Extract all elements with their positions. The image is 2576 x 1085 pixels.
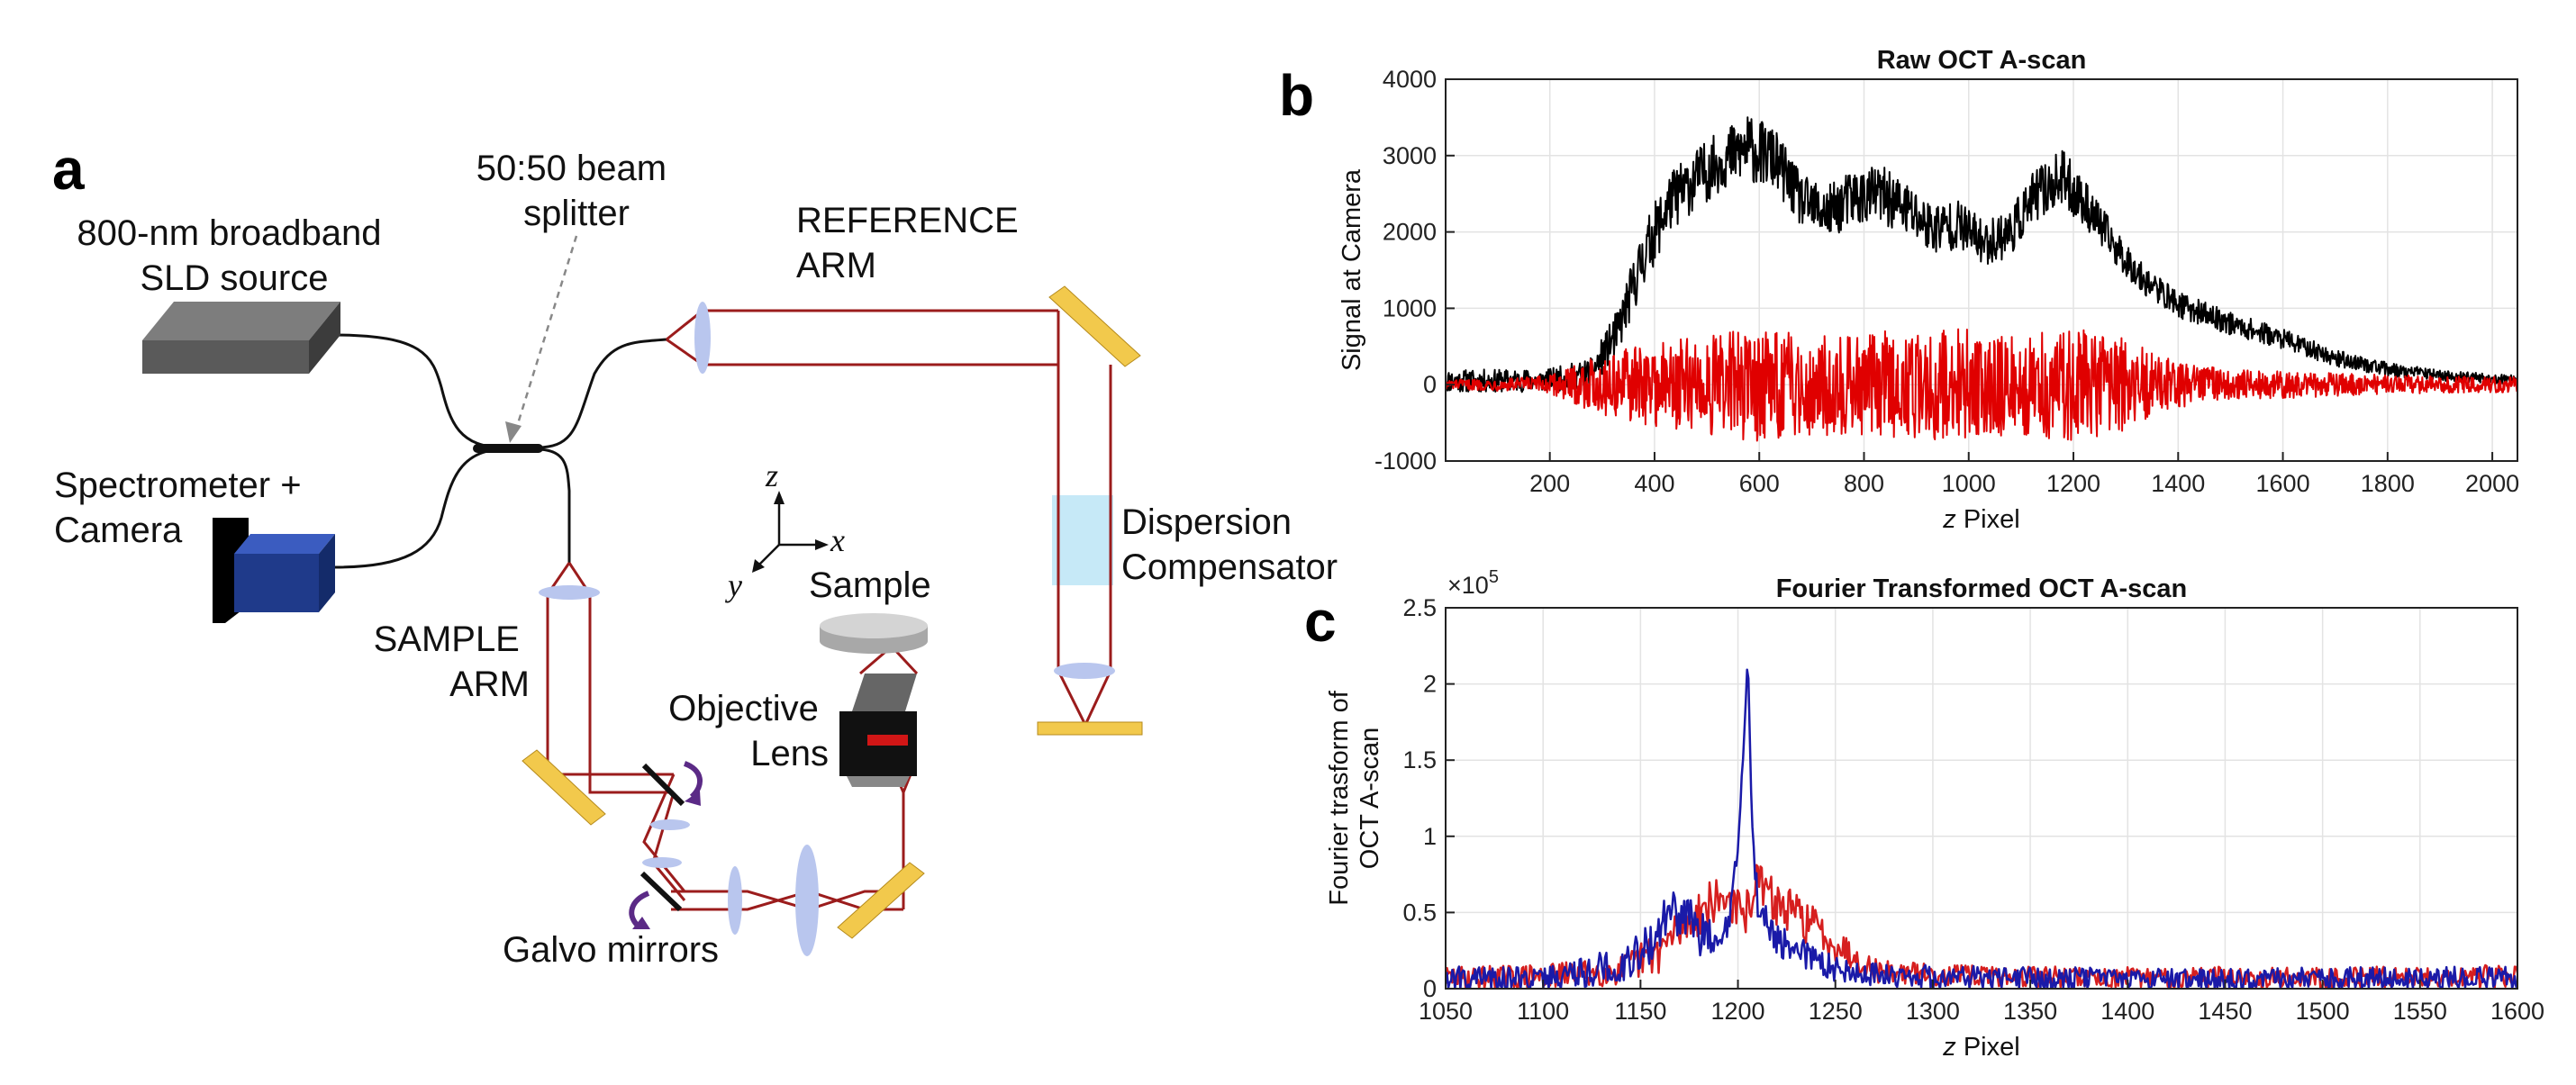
oct-schematic: a 800-nm broadband SLD source xyxy=(52,137,1338,970)
y-tick-label: 0 xyxy=(1423,975,1437,1002)
x-tick-label: 1500 xyxy=(2296,998,2350,1025)
galvo-arrowhead-1 xyxy=(685,791,701,806)
axis-x-label: x xyxy=(830,522,845,558)
x-tick-label: 1450 xyxy=(2198,998,2252,1025)
spectrometer-camera-box xyxy=(213,518,335,623)
x-tick-label: 1200 xyxy=(1711,998,1765,1025)
reference-end-mirror xyxy=(1037,721,1143,736)
galvo-mirror-1 xyxy=(641,763,685,807)
x-tick-label: 1000 xyxy=(1942,470,1996,497)
panel-a-label: a xyxy=(52,137,85,202)
galvo-mirror-2 xyxy=(639,871,683,912)
panel-c-label: c xyxy=(1304,589,1337,654)
fibers xyxy=(332,333,667,569)
x-tick-label: 1600 xyxy=(2256,470,2310,497)
y-axis-label: Signal at Camera xyxy=(1338,168,1366,371)
chart-raw-a-scan: 200 400 600 800 1000 1200 1400 1600 1800 2000 -100… xyxy=(1338,46,2519,534)
relay-lens-small-2 xyxy=(642,857,682,868)
x-tick-label: 1300 xyxy=(1906,998,1960,1025)
relay-lens-1 xyxy=(728,866,742,935)
x-tick-label: 1600 xyxy=(2490,998,2544,1025)
x-tick-label: 1800 xyxy=(2361,470,2415,497)
x-tick-label: 1400 xyxy=(2151,470,2205,497)
y-axis-label: Fourier trasform ofOCT A-scan xyxy=(1325,690,1384,905)
sld-source-box xyxy=(142,302,340,374)
reference-arm-optics xyxy=(666,285,1143,736)
y-tick-label: -1000 xyxy=(1374,448,1437,475)
fiber-sample xyxy=(536,448,571,563)
x-tick-label: 2000 xyxy=(2465,470,2519,497)
axis-y-label: y xyxy=(725,567,742,603)
fiber-reference xyxy=(536,338,667,449)
chart-title: Fourier Transformed OCT A-scan xyxy=(1776,574,2188,603)
x-tick-label: 1200 xyxy=(2046,470,2100,497)
y-tick-label: 4000 xyxy=(1383,66,1437,93)
y-tick-label: 1 xyxy=(1423,823,1437,850)
x-tick-label: 600 xyxy=(1739,470,1780,497)
relay-lens-2 xyxy=(795,845,819,956)
galvo-arrowhead-2 xyxy=(632,917,650,929)
objective-fold-mirror xyxy=(837,862,925,939)
plot-frame xyxy=(1445,607,2518,990)
x-tick-label: 1400 xyxy=(2100,998,2154,1025)
x-tick-label: 1350 xyxy=(2003,998,2057,1025)
y-tick-label: 0.5 xyxy=(1402,899,1437,926)
galvo-rotation-arrow-2 xyxy=(629,891,650,928)
reference-focus-lens xyxy=(1054,663,1115,679)
fiber-camera xyxy=(334,448,505,569)
dispersion-label: Dispersion Compensator xyxy=(1121,502,1338,587)
y-exponent-label: ×105 xyxy=(1447,567,1499,599)
x-tick-label: 1050 xyxy=(1419,998,1473,1025)
reference-collimator-lens xyxy=(694,302,711,374)
x-axis-label: z Pixel xyxy=(1942,505,2019,534)
source-label: 800-nm broadband SLD source xyxy=(77,213,391,298)
y-tick-label: 1000 xyxy=(1383,294,1437,321)
splitter-pointer-arrow xyxy=(513,235,578,433)
y-tick-label: 2.5 xyxy=(1402,594,1437,621)
x-axis-label: z Pixel xyxy=(1942,1033,2019,1062)
x-tick-label: 200 xyxy=(1529,470,1570,497)
dispersion-compensator xyxy=(1052,495,1113,585)
sample-arm-optics xyxy=(522,562,928,956)
objective-lens xyxy=(839,644,919,787)
y-tick-label: 2000 xyxy=(1383,219,1437,246)
y-tick-label: 3000 xyxy=(1383,142,1437,169)
axis-z-label: z xyxy=(765,457,778,493)
x-tick-label: 800 xyxy=(1844,470,1884,497)
galvo-label: Galvo mirrors xyxy=(503,930,719,970)
coordinate-axes xyxy=(752,491,829,573)
y-tick-label: 0 xyxy=(1423,371,1437,398)
series-line-2 xyxy=(1446,668,2517,989)
x-tick-label: 1100 xyxy=(1517,998,1569,1025)
sample-fold-mirror xyxy=(522,749,606,826)
sample-collimator-lens xyxy=(539,585,600,600)
fiber-source xyxy=(332,333,505,449)
relay-lens-small-1 xyxy=(650,819,690,830)
spectrometer-label: Spectrometer + Camera xyxy=(54,466,312,550)
y-tick-label: 2 xyxy=(1423,671,1437,698)
series-line-2 xyxy=(1446,328,2517,442)
objective-label: Objective Lens xyxy=(668,689,829,773)
y-tick-label: 1.5 xyxy=(1402,746,1437,773)
x-tick-label: 1250 xyxy=(1809,998,1863,1025)
series-line-1 xyxy=(1446,116,2517,393)
chart-fourier-a-scan: 1050 1100 1150 1200 1250 1300 1350 1400 1450 1500… xyxy=(1325,567,2544,1062)
reference-fold-mirror xyxy=(1048,285,1141,367)
sample-label: Sample xyxy=(809,565,931,605)
panel-b-label: b xyxy=(1279,63,1314,128)
x-tick-label: 400 xyxy=(1634,470,1674,497)
chart-title: Raw OCT A-scan xyxy=(1877,46,2087,75)
splitter-arrowhead xyxy=(505,421,522,443)
x-tick-label: 1150 xyxy=(1614,998,1666,1025)
splitter-label: 50:50 beam splitter xyxy=(476,149,676,233)
sample-arm-label: SAMPLE ARM xyxy=(374,619,530,704)
x-tick-label: 1550 xyxy=(2393,998,2447,1025)
reference-arm-label: REFERENCE ARM xyxy=(796,201,1029,285)
galvo-rotation-arrow-1 xyxy=(683,761,703,800)
sample-dish xyxy=(820,613,928,654)
plot-frame xyxy=(1445,78,2518,462)
